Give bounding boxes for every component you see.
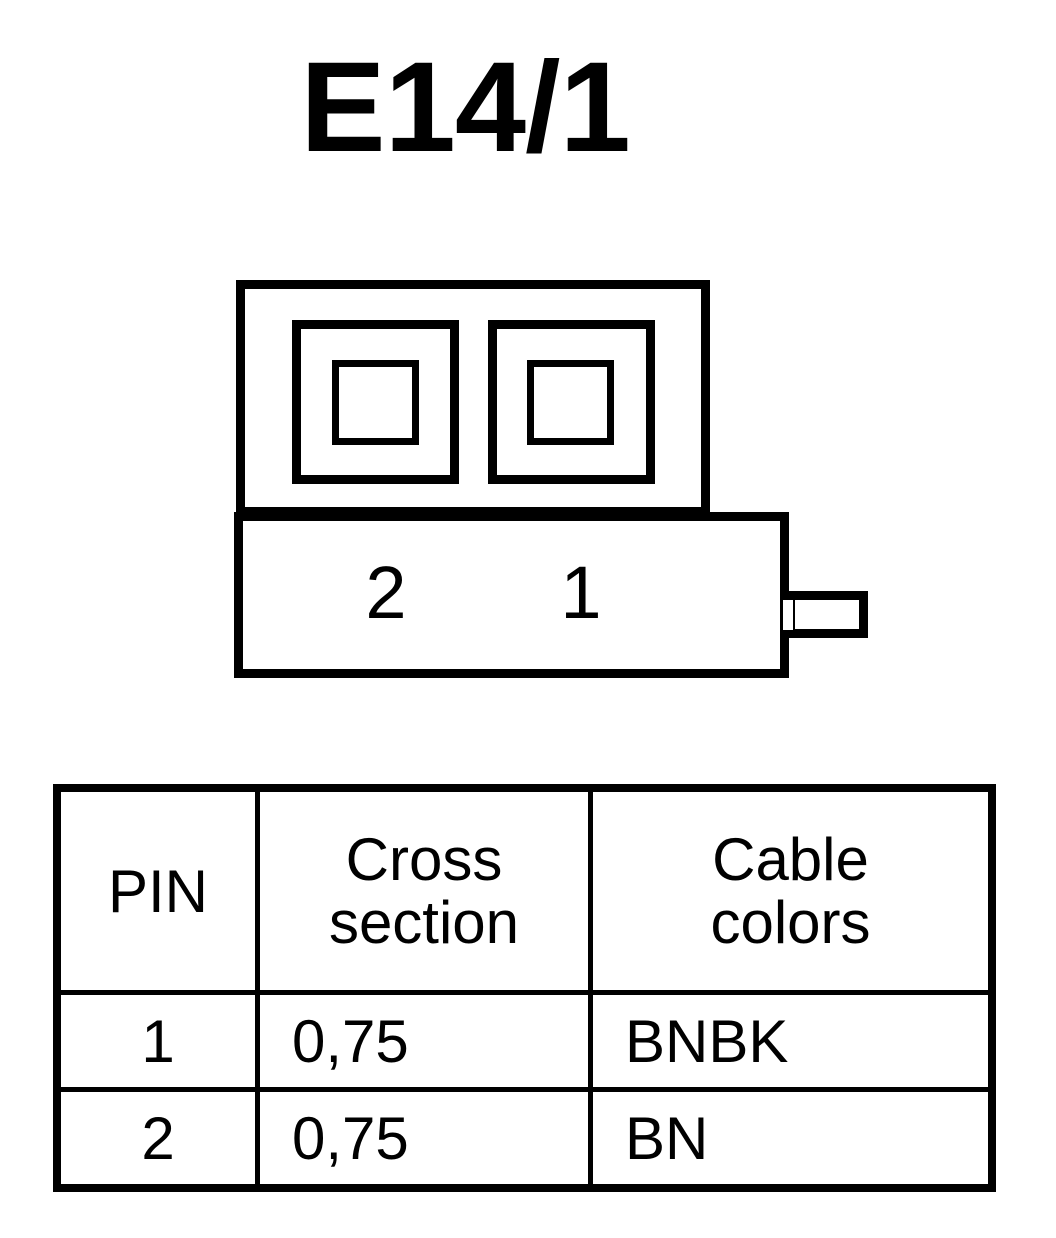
column-header-cross-section: Cross section [255, 785, 593, 995]
column-header-cross-section-line-2: section [328, 889, 520, 956]
cell-cross-section: 0,75 [255, 1087, 593, 1191]
cell-pin: 2 [54, 1087, 260, 1191]
pin-assignment-table: PIN Cross section Cable colors 1 0,75 BN… [53, 784, 996, 1192]
cell-cable-colors: BN [588, 1087, 995, 1191]
latch-tab-icon [786, 591, 868, 638]
table-body: 1 0,75 BNBK 2 0,75 BN [54, 990, 995, 1191]
column-header-pin: PIN [54, 785, 260, 995]
column-header-pin-line-1: PIN [107, 857, 209, 925]
pin-number-label-2: 2 [365, 551, 407, 634]
cell-cable-colors: BNBK [588, 990, 995, 1092]
column-header-cable-colors-line-1: Cable [712, 826, 869, 893]
column-header-cable-colors-line-2: colors [710, 889, 871, 956]
table-header-row: PIN Cross section Cable colors [54, 785, 995, 995]
column-header-cross-section-line-1: Cross [345, 826, 503, 893]
cell-pin: 1 [54, 990, 260, 1092]
cell-cross-section: 0,75 [255, 990, 593, 1092]
cavity-inner-pin-1 [527, 360, 614, 445]
pin-number-label-1: 1 [560, 551, 602, 634]
page-title: E14/1 [300, 36, 631, 179]
table-row: 2 0,75 BN [54, 1087, 995, 1191]
table-header: PIN Cross section Cable colors [54, 785, 995, 995]
latch-seam [783, 600, 793, 630]
cavity-inner-pin-2 [332, 360, 419, 445]
table-row: 1 0,75 BNBK [54, 990, 995, 1092]
column-header-cable-colors: Cable colors [588, 785, 995, 995]
connector-illustration: 2 1 [234, 280, 868, 678]
connector-housing-body [234, 512, 789, 678]
